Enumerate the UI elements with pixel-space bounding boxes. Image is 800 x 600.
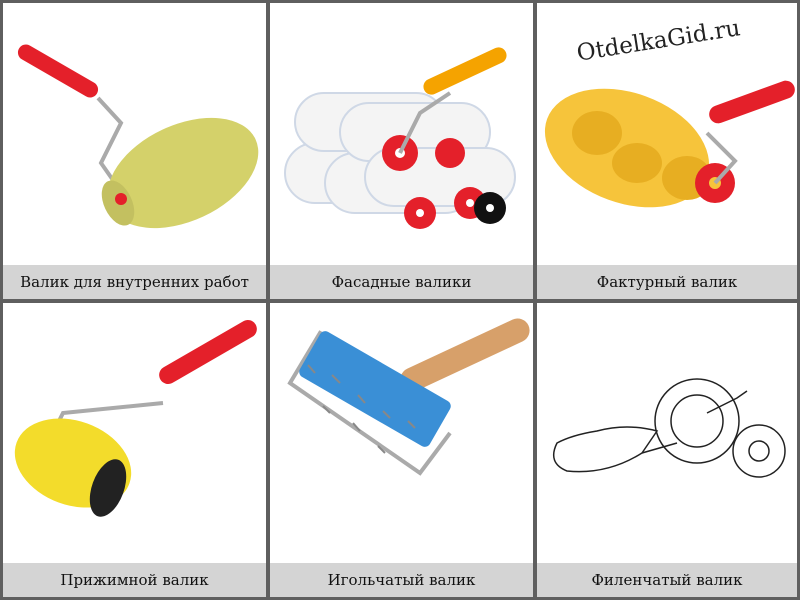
caption-interior-roller: Валик для внутренних работ xyxy=(3,265,266,299)
textured-roller-icon: OtdelkaGid.ru xyxy=(537,3,797,265)
caption-facade-rollers: Фасадные валики xyxy=(270,265,533,299)
card-interior-roller: Валик для внутренних работ xyxy=(3,3,266,299)
panel-roller-icon xyxy=(537,303,797,563)
card-pressure-roller: Прижимной валик xyxy=(3,303,266,597)
card-facade-rollers: Фасадные валики xyxy=(270,3,533,299)
card-spiked-roller: Игольчатый валик xyxy=(270,303,533,597)
facade-rollers-icon xyxy=(270,3,533,265)
spiked-roller-icon xyxy=(270,303,533,563)
caption-textured-roller: Фактурный валик xyxy=(537,265,797,299)
pressure-roller-icon xyxy=(3,303,266,563)
caption-spiked-roller: Игольчатый валик xyxy=(270,563,533,597)
caption-pressure-roller: Прижимной валик xyxy=(3,563,266,597)
card-panel-roller: Филенчатый валик xyxy=(537,303,797,597)
card-textured-roller: OtdelkaGid.ru Фактурный валик xyxy=(537,3,797,299)
caption-panel-roller: Филенчатый валик xyxy=(537,563,797,597)
plush-paint-roller-icon xyxy=(3,3,266,265)
